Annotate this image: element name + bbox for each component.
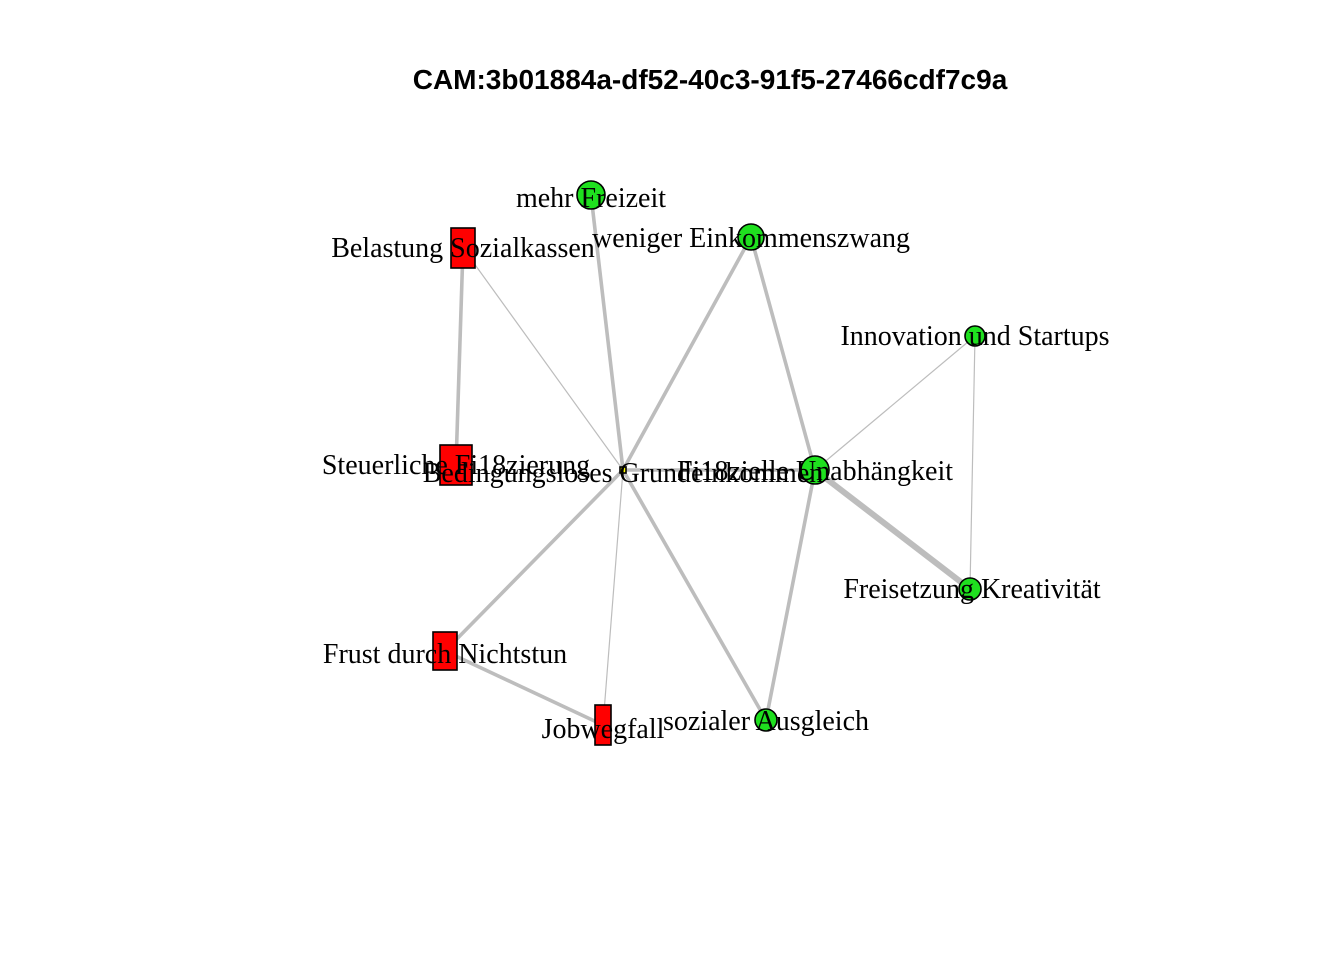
node-label-fk: Freisetzung Kreativität — [843, 574, 1101, 605]
node-label-sa: sozialer Ausgleich — [663, 706, 869, 737]
edge-bs-sf — [454, 246, 465, 467]
node-label-bs: Belastung Sozialkassen — [331, 233, 595, 264]
node-sa — [754, 708, 778, 732]
node-label-ius: Innovation und Startups — [840, 321, 1109, 352]
node-fdn — [432, 631, 458, 671]
edge-bge-mf — [589, 193, 625, 472]
edge-fu-fk — [812, 467, 973, 592]
node-label-mf: mehr Freizeit — [516, 183, 666, 214]
node-label-fu: Fi18zielle Unabhängkeit — [677, 456, 953, 487]
node-bge — [619, 466, 627, 474]
edge-bge-sa — [621, 468, 768, 722]
node-bs — [450, 227, 476, 269]
node-label-jw: Jobwegfall — [542, 714, 665, 745]
edge-ius-fk — [969, 335, 976, 590]
node-fk — [958, 577, 982, 601]
node-sf — [439, 444, 473, 486]
node-label-fdn: Frust durch Nichtstun — [323, 639, 567, 670]
node-ius — [964, 325, 986, 347]
node-label-sf: Steuerliche Fi18zierung — [322, 450, 590, 481]
node-jw — [594, 704, 612, 746]
edge-bge-wez — [621, 235, 753, 472]
edge-bge-bs — [462, 247, 624, 471]
node-wez — [737, 223, 765, 251]
diagram-title: CAM:3b01884a-df52-40c3-91f5-27466cdf7c9a — [413, 64, 1008, 95]
edge-fu-sa — [764, 468, 817, 722]
edge-bge-fdn — [443, 468, 625, 653]
edge-fu-ius — [814, 335, 976, 471]
labels-layer: Bedingungsloses Grundeinkommen mehr Freiz… — [322, 183, 1110, 745]
vertices-layer — [432, 180, 986, 746]
edge-wez-fu — [749, 235, 817, 472]
edges-layer — [443, 193, 976, 727]
node-label-wez: weniger Einkommenszwang — [592, 223, 910, 254]
node-fu — [800, 455, 830, 485]
node-mf — [576, 180, 606, 210]
node-label-bge: Bedingungsloses Grundeinkommen — [423, 458, 824, 489]
edge-fdn-jw — [443, 649, 605, 727]
edge-bge-jw — [602, 469, 624, 726]
